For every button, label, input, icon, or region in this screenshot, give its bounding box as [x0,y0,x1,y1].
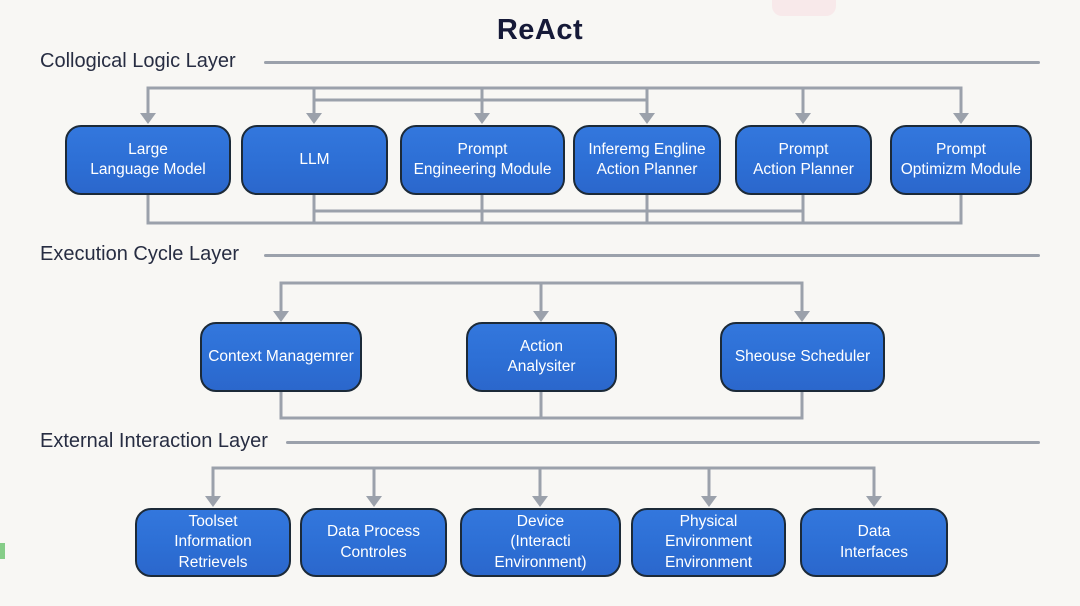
arrow-down-icon [953,113,969,124]
node-data-interfaces: Data Interfaces [800,508,948,577]
layer-rule-2 [264,254,1040,257]
arrow-down-icon [273,311,289,322]
arrow-down-icon [795,113,811,124]
layer-label-cognitive-logic: Collogical Logic Layer [40,50,236,72]
node-large-language-model: Large Language Model [65,125,231,195]
node-toolset-information-retrievels: Toolset Information Retrievels [135,508,291,577]
layer-label-external-interaction: External Interaction Layer [40,430,268,452]
arrow-down-icon [866,496,882,507]
arrow-down-icon [701,496,717,507]
smudge-artifact [772,0,836,16]
arrow-down-icon [140,113,156,124]
node-inferemg-engline-action-planner: Inferemg Engline Action Planner [573,125,721,195]
bus-line [279,281,804,314]
node-action-analysiter: Action Analysiter [466,322,617,392]
arrow-down-icon [794,311,810,322]
node-prompt-action-planner: Prompt Action Planner [735,125,872,195]
arrow-down-icon [306,113,322,124]
edge-artifact [0,543,5,559]
arrow-down-icon [533,311,549,322]
bus-line [211,466,876,499]
layer-label-execution-cycle: Execution Cycle Layer [40,243,239,265]
node-data-process-controles: Data Process Controles [300,508,447,577]
node-device-interacti-environment: Device (Interacti Environment) [460,508,621,577]
layer-rule-1 [264,61,1040,64]
diagram-title: ReAct [496,14,584,46]
node-context-managemrer: Context Managemrer [200,322,362,392]
arrow-down-icon [639,113,655,124]
layer-rule-3 [286,441,1040,444]
node-physical-environment-environment: Physical Environment Environment [631,508,786,577]
arrow-down-icon [532,496,548,507]
arrow-down-icon [474,113,490,124]
collector-line [279,390,804,420]
node-prompt-optimizm-module: Prompt Optimizm Module [890,125,1032,195]
arrow-down-icon [205,496,221,507]
arrow-down-icon [366,496,382,507]
node-prompt-engineering-module: Prompt Engineering Module [400,125,565,195]
node-llm: LLM [241,125,388,195]
node-sheouse-scheduler: Sheouse Scheduler [720,322,885,392]
